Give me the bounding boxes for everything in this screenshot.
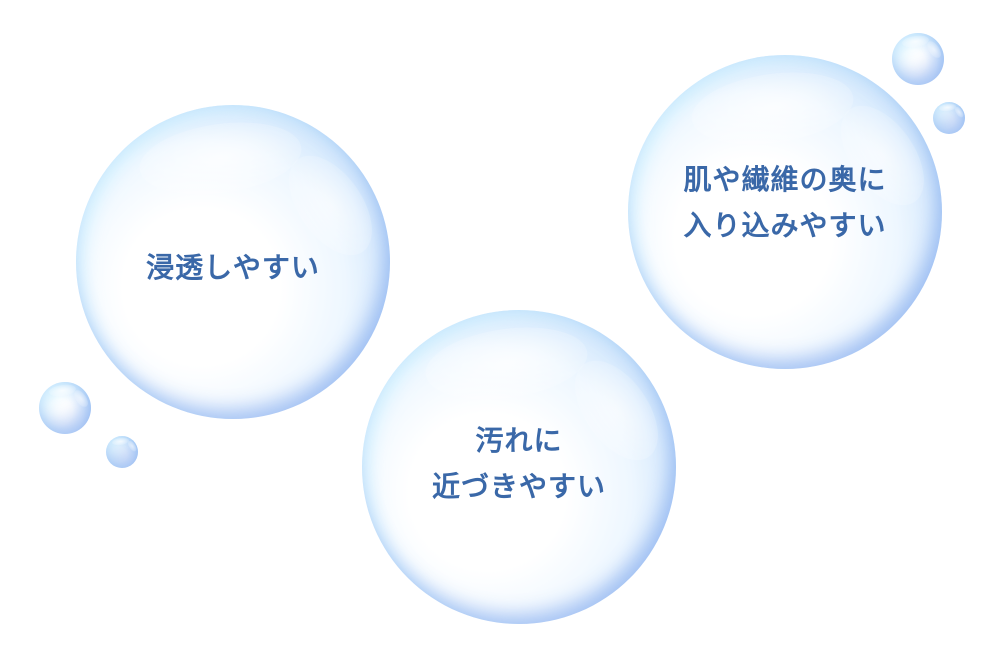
bubble-approach-dirt: 汚れに 近づきやすい (362, 310, 676, 624)
bubble-label-line: 汚れに (475, 423, 563, 457)
small-bubble-icon (892, 33, 944, 85)
small-bubble-icon (933, 102, 965, 134)
bubble-label: 肌や繊維の奥に 入り込みやすい (628, 157, 942, 249)
bubble-label-line: 浸透しやすい (146, 251, 320, 285)
bubble-label: 浸透しやすい (76, 245, 390, 291)
small-bubble-icon (106, 436, 138, 468)
bubble-label: 汚れに 近づきやすい (362, 418, 676, 510)
bubble-label-line: 入り込みやすい (683, 208, 887, 242)
bubble-label-line: 近づきやすい (431, 469, 606, 503)
bubble-penetrate-fibers: 肌や繊維の奥に 入り込みやすい (628, 55, 942, 369)
bubble-label-line: 肌や繊維の奥に (683, 162, 887, 196)
bubble-penetrate: 浸透しやすい (76, 105, 390, 419)
small-bubble-icon (39, 382, 91, 434)
